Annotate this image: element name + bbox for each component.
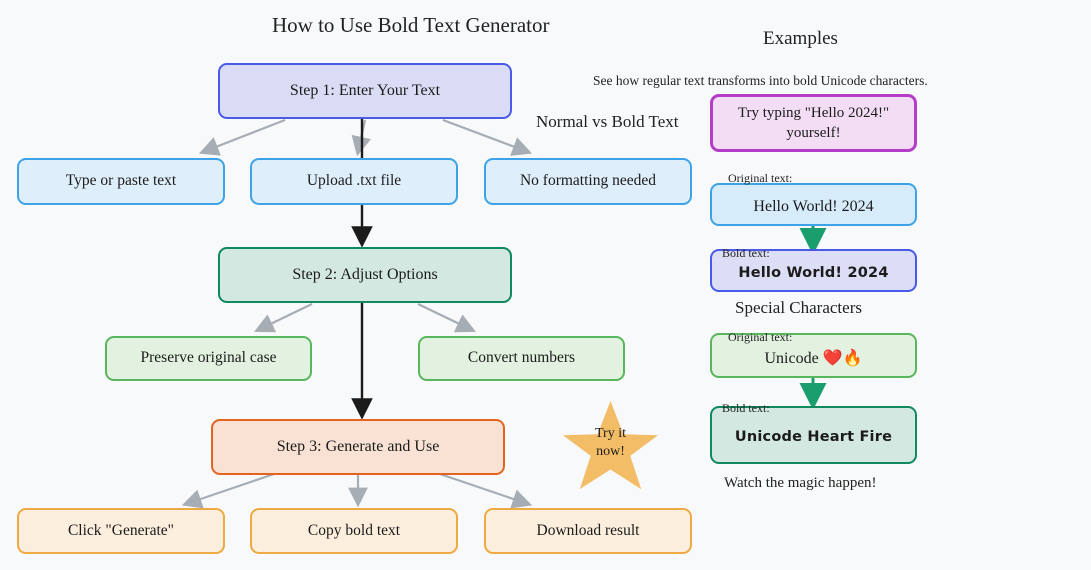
example1-original-box[interactable]: Hello World! 2024	[710, 183, 917, 226]
example2-original-label: Original text:	[728, 330, 793, 344]
example-callout-label: Try typing "Hello 2024!" yourself!	[737, 104, 890, 141]
example1-bold-label: Bold text:	[722, 246, 770, 260]
page-title: How to Use Bold Text Generator	[272, 13, 550, 37]
example2-bold-box[interactable]: Unicode Heart Fire	[710, 406, 917, 464]
watch-magic-caption: Watch the magic happen!	[724, 475, 877, 491]
flow-node-step3-label: Step 3: Generate and Use	[276, 437, 440, 455]
special-characters-heading: Special Characters	[735, 298, 862, 317]
flow-node-label: Convert numbers	[467, 349, 576, 367]
star-label: Try it now!	[561, 425, 660, 460]
example2-original-value: Unicode ❤️🔥	[764, 349, 863, 367]
flow-node-step1[interactable]: Step 1: Enter Your Text	[218, 63, 512, 119]
flow-node-label: Copy bold text	[307, 521, 401, 539]
star-label-line2: now!	[596, 443, 625, 459]
flow-node-step2-label: Step 2: Adjust Options	[292, 265, 438, 283]
flow-node-preserve-original-case[interactable]: Preserve original case	[105, 336, 312, 381]
examples-subtitle: See how regular text transforms into bol…	[593, 73, 928, 88]
flow-node-click-generate[interactable]: Click "Generate"	[17, 508, 225, 554]
flow-node-convert-numbers[interactable]: Convert numbers	[418, 336, 625, 381]
example-callout[interactable]: Try typing "Hello 2024!" yourself!	[710, 94, 917, 152]
flow-node-download-result[interactable]: Download result	[484, 508, 692, 554]
flow-node-label: Preserve original case	[140, 349, 277, 367]
flow-node-label: No formatting needed	[519, 172, 656, 190]
flow-node-label: Download result	[536, 521, 640, 539]
example2-bold-value: Unicode Heart Fire	[734, 429, 893, 445]
flow-node-type-or-paste-text[interactable]: Type or paste text	[17, 158, 225, 205]
example1-original-value: Hello World! 2024	[753, 197, 874, 215]
flow-node-label: Upload .txt file	[306, 172, 402, 190]
example2-bold-label: Bold text:	[722, 401, 770, 415]
flow-node-copy-bold-text[interactable]: Copy bold text	[250, 508, 458, 554]
flow-node-label: Type or paste text	[65, 172, 177, 190]
example2-original-box[interactable]: Unicode ❤️🔥	[710, 333, 917, 378]
try-it-now-star-badge[interactable]: Try it now!	[561, 399, 660, 497]
flow-node-step3[interactable]: Step 3: Generate and Use	[211, 419, 505, 475]
examples-title: Examples	[763, 28, 838, 49]
flow-node-label: Click "Generate"	[67, 521, 175, 539]
normal-vs-bold-heading: Normal vs Bold Text	[536, 112, 679, 131]
flow-node-step1-label: Step 1: Enter Your Text	[289, 81, 441, 99]
flow-node-no-formatting-needed[interactable]: No formatting needed	[484, 158, 692, 205]
star-label-line1: Try it	[594, 426, 626, 441]
example1-bold-value: Hello World! 2024	[738, 264, 889, 281]
flow-node-upload-txt-file[interactable]: Upload .txt file	[250, 158, 458, 205]
example1-bold-box[interactable]: Hello World! 2024	[710, 249, 917, 292]
example1-original-label: Original text:	[728, 171, 793, 185]
flow-node-step2[interactable]: Step 2: Adjust Options	[218, 247, 512, 303]
